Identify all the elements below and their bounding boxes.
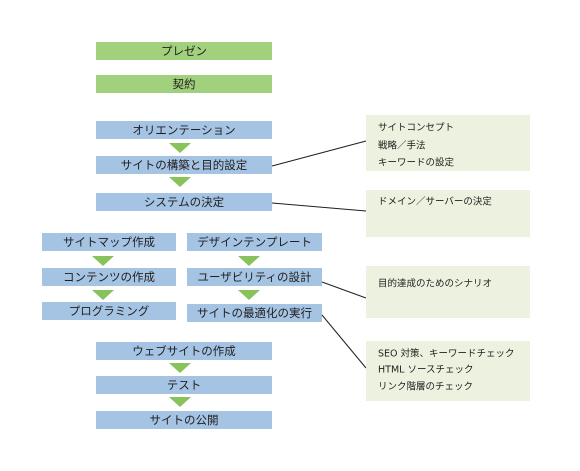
down-arrow (169, 397, 191, 407)
step-publish: サイトの公開 (96, 411, 272, 429)
note-line: HTML ソースチェック (378, 365, 473, 376)
down-arrow (169, 177, 191, 187)
step-label: 契約 (173, 77, 196, 91)
step-contract: 契約 (96, 75, 272, 93)
step-orientation: オリエンテーション (96, 121, 272, 139)
step-presentation: プレゼン (96, 42, 272, 60)
note-line: 目的達成のためのシナリオ (378, 278, 492, 290)
note-line: SEO 対策、キーワードチェック (378, 348, 515, 360)
step-label: サイトマップ作成 (63, 235, 155, 249)
step-label: システムの決定 (144, 195, 225, 209)
note-line: リンク階層のチェック (378, 382, 473, 393)
step-system-decision: システムの決定 (96, 193, 272, 211)
note-box (366, 341, 530, 401)
step-box (96, 193, 272, 211)
step-box (96, 121, 272, 139)
down-arrow (238, 290, 260, 300)
step-website-creation: ウェブサイトの作成 (96, 342, 272, 360)
step-usability: ユーザビリティの設計 (187, 268, 322, 286)
step-box (96, 342, 272, 360)
step-box (187, 304, 322, 322)
step-label: プレゼン (161, 44, 207, 58)
step-test: テスト (96, 376, 272, 394)
step-label: テスト (167, 378, 202, 392)
step-sitemap: サイトマップ作成 (42, 233, 176, 251)
step-label: コンテンツの作成 (63, 270, 155, 284)
step-box (187, 268, 322, 286)
note-box (366, 190, 530, 237)
note-line: ドメイン／サーバーの決定 (378, 196, 492, 208)
step-design-template: デザインテンプレート (187, 233, 322, 251)
connector-line (321, 314, 367, 369)
note-box (366, 266, 530, 318)
note-box (366, 115, 530, 171)
down-arrow (169, 143, 191, 153)
step-label: ウェブサイトの作成 (132, 344, 236, 358)
step-box (96, 376, 272, 394)
step-box (187, 233, 322, 251)
step-contents: コンテンツの作成 (42, 268, 176, 286)
step-box (96, 42, 272, 60)
step-label: サイトの最適化の実行 (197, 306, 312, 320)
step-label: デザインテンプレート (197, 235, 312, 249)
step-label: プログラミング (69, 304, 150, 318)
step-box (96, 75, 272, 93)
step-site-build-and-goal: サイトの構築と目的設定 (96, 156, 272, 174)
note-line: 戦略／手法 (378, 140, 426, 152)
step-programming: プログラミング (42, 302, 176, 320)
step-box (42, 233, 176, 251)
step-label: オリエンテーション (132, 123, 235, 137)
step-label: サイトの公開 (150, 413, 219, 427)
down-arrow (92, 256, 114, 266)
note-site-concept: サイトコンセプト 戦略／手法 キーワードの設定 (366, 115, 530, 171)
step-box (42, 268, 176, 286)
step-box (96, 156, 272, 174)
note-domain-server: ドメイン／サーバーの決定 (366, 190, 530, 237)
step-optimization: サイトの最適化の実行 (187, 304, 322, 322)
note-line: サイトコンセプト (378, 123, 454, 134)
down-arrow (169, 363, 191, 373)
note-line: キーワードの設定 (378, 157, 455, 169)
connector-line (321, 281, 367, 299)
connector-line (271, 202, 367, 212)
down-arrow (92, 290, 114, 300)
step-label: サイトの構築と目的設定 (121, 158, 248, 172)
note-scenario: 目的達成のためのシナリオ (366, 266, 530, 318)
note-seo-checks: SEO 対策、キーワードチェック HTML ソースチェック リンク階層のチェック (366, 341, 530, 401)
step-label: ユーザビリティの設計 (197, 270, 311, 284)
connector-line (271, 140, 367, 167)
down-arrow (238, 256, 260, 266)
step-box (42, 302, 176, 320)
step-box (96, 411, 272, 429)
